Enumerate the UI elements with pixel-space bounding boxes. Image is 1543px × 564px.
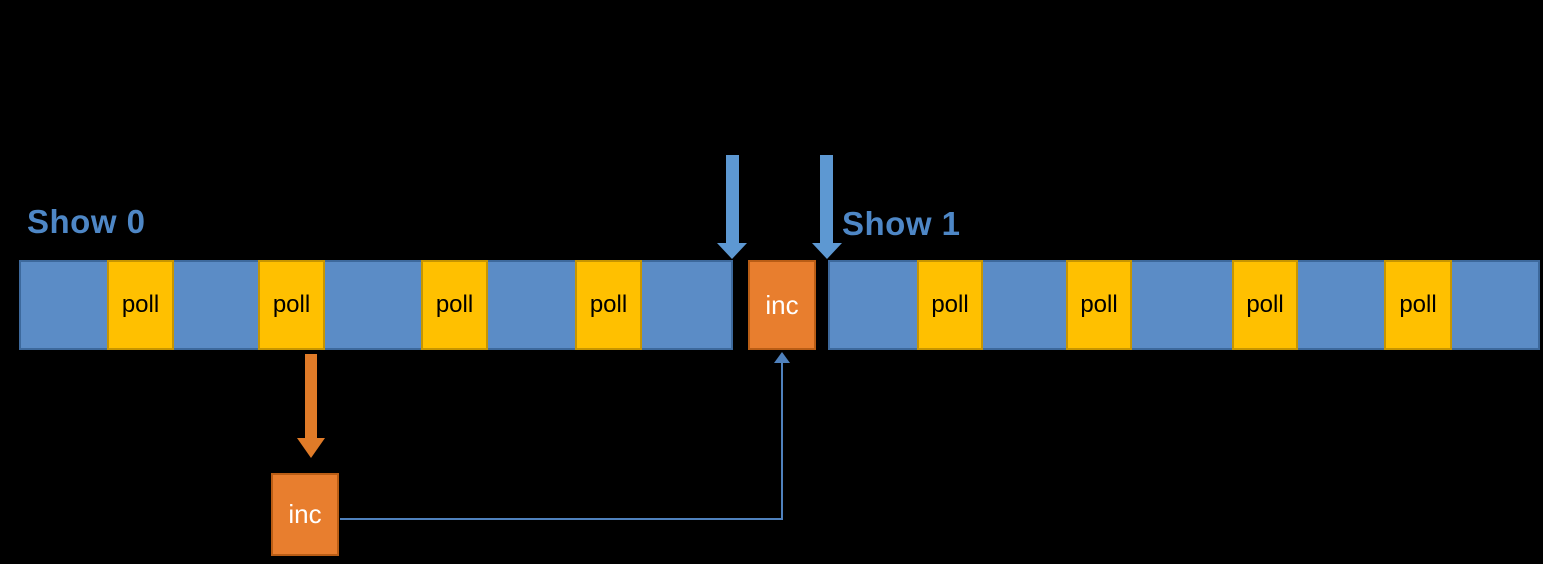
- orange-arrow-shaft: [305, 354, 317, 438]
- poll-block: poll: [421, 260, 488, 350]
- poll-block: poll: [1066, 260, 1132, 350]
- show0-label: Show 0: [27, 203, 146, 240]
- down-arrow-head: [717, 243, 747, 259]
- down-arrow-shaft: [820, 155, 833, 243]
- poll-block: poll: [258, 260, 325, 350]
- poll-block: poll: [107, 260, 174, 350]
- poll-block: poll: [1232, 260, 1298, 350]
- poll-block: poll: [1384, 260, 1452, 350]
- down-arrow-shaft: [726, 155, 739, 243]
- poll-block: poll: [575, 260, 642, 350]
- inc-block-lower: inc: [271, 473, 339, 556]
- inc-block-upper: inc: [748, 260, 816, 350]
- orange-arrow-head: [297, 438, 325, 458]
- poll-block: poll: [917, 260, 983, 350]
- connector-vertical-line: [781, 362, 783, 520]
- show1-label: Show 1: [842, 205, 961, 242]
- up-arrowhead-icon: [774, 352, 790, 363]
- connector-horizontal-line: [340, 518, 782, 520]
- down-arrow-head: [812, 243, 842, 259]
